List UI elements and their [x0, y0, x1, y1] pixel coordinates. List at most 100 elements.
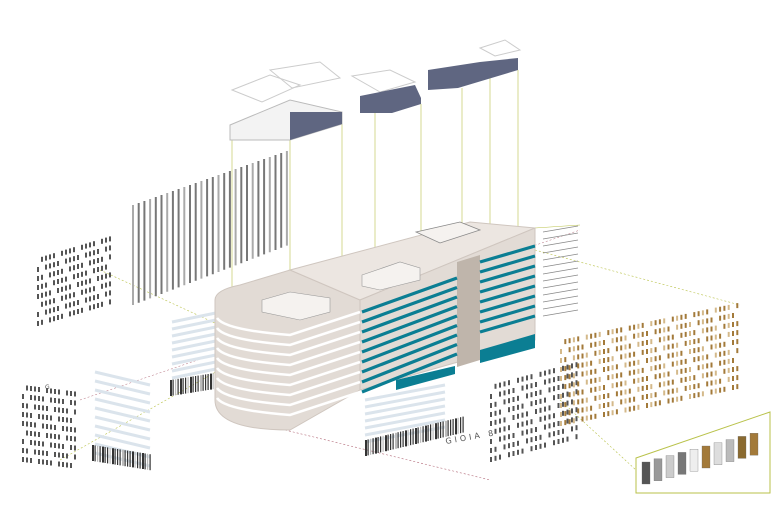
window-mark	[521, 448, 524, 454]
window-mark	[539, 416, 542, 422]
window-mark	[70, 436, 72, 441]
bronze-cladding-mark	[650, 402, 653, 408]
bronze-cladding-mark	[607, 357, 610, 363]
bronze-cladding-mark	[684, 331, 687, 337]
window-mark	[58, 434, 60, 440]
bronze-cladding-mark	[689, 349, 691, 354]
bronze-cladding-mark	[585, 334, 588, 340]
window-mark	[34, 440, 36, 446]
window-mark	[97, 258, 99, 263]
bronze-cladding-mark	[590, 369, 593, 375]
base-panel-bar	[187, 377, 189, 394]
window-mark	[517, 449, 519, 455]
window-mark	[97, 276, 99, 281]
window-mark	[70, 418, 72, 423]
bronze-cladding-mark	[671, 343, 674, 349]
window-mark	[548, 432, 551, 438]
floor-band-teal	[479, 284, 536, 304]
window-mark	[521, 376, 524, 382]
window-mark	[74, 454, 76, 460]
base-panel-bar	[427, 425, 429, 441]
window-mark	[42, 405, 44, 411]
window-mark	[517, 440, 519, 446]
window-mark	[105, 237, 107, 243]
floor-bands	[215, 244, 536, 417]
bronze-cladding-mark	[590, 378, 593, 384]
base-panel-bar	[97, 445, 99, 462]
window-mark	[517, 395, 519, 401]
bronze-cladding-mark	[615, 391, 618, 397]
bronze-cladding-mark	[693, 339, 696, 345]
floor-band-teal	[361, 333, 458, 374]
bronze-cladding-mark	[560, 394, 562, 399]
window-mark	[553, 440, 555, 446]
bronze-cladding-mark	[568, 347, 571, 353]
bronze-cladding-mark	[736, 375, 739, 381]
window-mark	[553, 377, 555, 383]
window-mark	[37, 285, 39, 290]
window-mark	[508, 443, 510, 449]
window-mark	[512, 406, 515, 411]
window-mark	[42, 414, 44, 420]
window-mark	[494, 410, 497, 416]
window-mark	[530, 383, 533, 389]
floor-band-white	[215, 390, 361, 417]
bronze-cladding-mark	[719, 306, 722, 312]
window-mark	[508, 380, 510, 386]
window-mark	[499, 418, 501, 424]
window-mark	[89, 287, 91, 293]
window-mark	[508, 452, 510, 458]
bronze-cladding-mark	[732, 340, 734, 345]
window-mark	[37, 267, 39, 272]
bronze-cladding-mark	[620, 336, 623, 342]
bronze-cladding-mark	[693, 330, 696, 336]
base-panel-bar	[405, 430, 407, 447]
bronze-cladding-mark	[585, 379, 588, 385]
bronze-cladding-mark	[676, 324, 679, 330]
base-panel-bar	[390, 434, 392, 450]
bronze-cladding-mark	[693, 312, 696, 318]
window-mark	[26, 448, 28, 454]
base-panel-bar	[407, 429, 409, 446]
bronze-cladding-mark	[564, 420, 567, 426]
louver-line	[542, 253, 579, 261]
base-panel-bar	[180, 378, 182, 395]
window-mark	[46, 388, 48, 393]
base-panel-bar	[460, 417, 462, 434]
bronze-cladding-mark	[590, 342, 593, 348]
base-panel-bar	[195, 376, 197, 392]
window-mark	[530, 419, 533, 425]
base-panel-bar	[147, 453, 149, 470]
bronze-cladding-mark	[732, 367, 734, 372]
base-panel-bar	[144, 453, 146, 470]
bronze-cladding-mark	[564, 357, 567, 363]
bronze-cladding-mark	[676, 315, 679, 321]
window-mark	[89, 296, 91, 302]
window-mark	[30, 395, 32, 400]
window-mark	[566, 364, 569, 370]
bronze-cladding-mark	[607, 366, 610, 372]
bronze-cladding-mark	[628, 325, 631, 331]
bronze-cladding-mark	[615, 337, 618, 343]
window-mark	[74, 391, 76, 397]
window-mark	[77, 309, 79, 314]
window-mark	[109, 245, 111, 251]
bronze-cladding-mark	[663, 327, 666, 333]
bronze-cladding-mark	[723, 359, 726, 365]
bronze-cladding-mark	[676, 369, 679, 375]
window-mark	[109, 299, 111, 305]
bronze-cladding-mark	[650, 366, 653, 372]
window-mark	[566, 373, 569, 379]
window-mark	[73, 265, 75, 271]
window-mark	[70, 400, 72, 405]
base-panel-bar	[442, 421, 444, 438]
window-mark	[575, 389, 578, 395]
ground-floor-glazing	[480, 334, 535, 363]
window-mark	[89, 242, 91, 248]
window-mark	[38, 396, 40, 401]
window-mark	[45, 255, 47, 261]
bronze-cladding-mark	[654, 392, 657, 398]
window-mark	[61, 295, 63, 301]
bronze-cladding-mark	[723, 386, 726, 392]
window-mark	[34, 449, 36, 455]
